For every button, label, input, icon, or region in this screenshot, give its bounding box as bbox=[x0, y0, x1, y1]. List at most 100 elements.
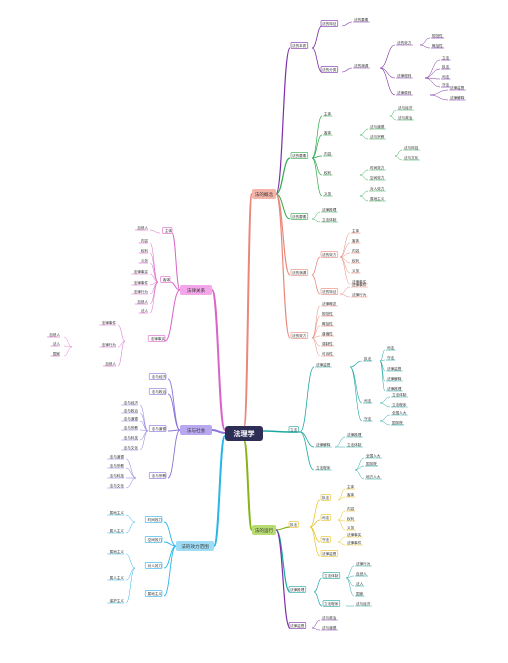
map-node[interactable]: 概括性 bbox=[321, 321, 335, 327]
map-node[interactable]: 法律监督 bbox=[386, 366, 403, 372]
map-node[interactable]: 执法 bbox=[288, 521, 299, 528]
map-node[interactable]: 立法体制 bbox=[322, 572, 341, 579]
map-node[interactable]: 法与政治 bbox=[121, 408, 138, 414]
map-node[interactable]: 对人效力 bbox=[144, 562, 162, 569]
map-node[interactable]: 主体 bbox=[346, 484, 356, 490]
map-node[interactable]: 客体 bbox=[351, 238, 361, 244]
map-node[interactable]: 主体 bbox=[162, 227, 173, 234]
map-node[interactable]: 法与经济 bbox=[148, 373, 166, 380]
map-node[interactable]: 规范性 bbox=[431, 33, 445, 39]
map-node[interactable]: 法律解释 bbox=[449, 95, 466, 101]
map-node[interactable]: 法律事件 bbox=[131, 280, 148, 286]
map-node[interactable]: 内容 bbox=[346, 506, 356, 512]
map-node[interactable]: 空间效力 bbox=[369, 175, 386, 181]
map-node[interactable]: 主体 bbox=[351, 228, 361, 234]
map-node[interactable]: 守法 bbox=[441, 82, 451, 88]
map-node[interactable]: 法的要素 bbox=[290, 213, 309, 220]
map-node[interactable]: 立法程序 bbox=[391, 402, 408, 408]
map-node[interactable]: 司法 bbox=[320, 514, 331, 521]
map-node[interactable]: 普遍性 bbox=[321, 331, 335, 337]
map-node[interactable]: 守法 bbox=[363, 416, 373, 422]
map-node[interactable]: 法律事实 bbox=[147, 335, 165, 342]
map-node[interactable]: 内容 bbox=[138, 238, 149, 244]
map-node[interactable]: 法的特征 bbox=[320, 20, 339, 27]
map-node[interactable]: 法律推理 bbox=[346, 432, 363, 438]
map-node[interactable]: 国家 bbox=[50, 351, 61, 357]
map-node[interactable]: 自然人 bbox=[355, 571, 369, 577]
map-node[interactable]: 法与宗教 bbox=[369, 134, 386, 140]
map-node[interactable]: 法律概念 bbox=[321, 301, 338, 307]
map-node[interactable]: 强制性 bbox=[321, 341, 335, 347]
map-node[interactable]: 国务院 bbox=[365, 461, 379, 467]
map-node[interactable]: 法的效力 bbox=[396, 40, 413, 46]
map-node[interactable]: 自然人 bbox=[46, 332, 61, 338]
map-node[interactable]: 义务 bbox=[346, 525, 356, 531]
map-node[interactable]: 法律推理 bbox=[321, 207, 338, 213]
map-node[interactable]: 法律事件 bbox=[351, 282, 368, 288]
map-node[interactable]: 内容 bbox=[351, 248, 361, 254]
map-node[interactable]: 义务 bbox=[138, 258, 149, 264]
map-node[interactable]: 法人 bbox=[50, 341, 61, 347]
map-node[interactable]: 法律事实 bbox=[131, 269, 148, 275]
map-node[interactable]: 法与宗教 bbox=[121, 425, 138, 431]
map-node[interactable]: 国家 bbox=[355, 591, 365, 597]
map-node[interactable]: 法律行为 bbox=[99, 342, 116, 348]
map-node[interactable]: 属地主义 bbox=[107, 549, 124, 555]
map-node[interactable]: 法与道德 bbox=[121, 416, 138, 422]
map-node[interactable]: 法的特征 bbox=[320, 288, 339, 295]
map-node[interactable]: 法律监督 bbox=[320, 550, 339, 557]
map-node[interactable]: 属地主义 bbox=[144, 590, 162, 597]
map-node[interactable]: 法律监督 bbox=[449, 85, 466, 91]
map-node[interactable]: 法与道德 bbox=[148, 425, 166, 432]
map-node[interactable]: 法律行为 bbox=[131, 289, 148, 295]
map-node[interactable]: 法律监督 bbox=[315, 362, 332, 368]
map-node[interactable]: 法人 bbox=[355, 581, 365, 587]
map-node[interactable]: 法律事件 bbox=[346, 540, 363, 546]
map-node[interactable]: 执法 bbox=[441, 64, 451, 70]
map-node[interactable]: 法律事件 bbox=[99, 320, 116, 326]
branch-effect[interactable]: 法的效力范围 bbox=[176, 541, 214, 551]
map-node[interactable]: 属地主义 bbox=[369, 196, 386, 202]
map-node[interactable]: 法与政治 bbox=[321, 615, 338, 621]
map-node[interactable]: 可诉性 bbox=[321, 351, 335, 357]
map-node[interactable]: 法的分类 bbox=[320, 66, 339, 73]
map-node[interactable]: 法与科技 bbox=[107, 473, 124, 479]
map-node[interactable]: 全国人大 bbox=[391, 410, 408, 416]
map-node[interactable]: 法与政治 bbox=[397, 115, 414, 121]
map-node[interactable]: 立法 bbox=[441, 55, 451, 61]
map-node[interactable]: 属人主义 bbox=[107, 528, 124, 534]
map-node[interactable]: 国务院 bbox=[391, 420, 405, 426]
map-node[interactable]: 立法 bbox=[288, 426, 299, 433]
map-node[interactable]: 法与经济 bbox=[121, 400, 138, 406]
map-node[interactable]: 内容 bbox=[323, 151, 333, 157]
map-node[interactable]: 法律解释 bbox=[315, 442, 332, 448]
map-node[interactable]: 主体 bbox=[323, 111, 333, 117]
map-node[interactable]: 立法程序 bbox=[322, 600, 341, 607]
map-node[interactable]: 客体 bbox=[160, 276, 171, 283]
map-node[interactable]: 自然人 bbox=[134, 299, 149, 305]
map-node[interactable]: 客体 bbox=[323, 130, 333, 136]
map-node[interactable]: 权利 bbox=[138, 248, 149, 254]
map-node[interactable]: 法的渊源 bbox=[290, 269, 309, 276]
map-node[interactable]: 法与道德 bbox=[321, 625, 338, 631]
map-node[interactable]: 法与经济 bbox=[355, 601, 372, 607]
map-node[interactable]: 法与道德 bbox=[107, 454, 124, 460]
branch-history[interactable]: 法与社会 bbox=[180, 425, 212, 435]
map-node[interactable]: 属地主义 bbox=[107, 510, 124, 516]
map-node[interactable]: 法与经济 bbox=[397, 105, 414, 111]
map-node[interactable]: 义务 bbox=[323, 191, 333, 197]
map-node[interactable]: 法与文化 bbox=[403, 155, 420, 161]
map-node[interactable]: 保护主义 bbox=[107, 598, 124, 604]
map-node[interactable]: 空间效力 bbox=[144, 536, 162, 543]
map-node[interactable]: 法的效力 bbox=[290, 332, 309, 339]
map-node[interactable]: 司法 bbox=[363, 398, 373, 404]
map-node[interactable]: 法的渊源 bbox=[353, 63, 370, 69]
map-node[interactable]: 立法程序 bbox=[315, 465, 332, 471]
map-node[interactable]: 法的效力 bbox=[320, 251, 339, 258]
map-node[interactable]: 法与宗教 bbox=[107, 463, 124, 469]
map-node[interactable]: 法与宗教 bbox=[148, 472, 166, 479]
map-node[interactable]: 法律行为 bbox=[351, 292, 368, 298]
map-node[interactable]: 权利 bbox=[346, 516, 356, 522]
map-node[interactable]: 法律规则 bbox=[396, 73, 413, 79]
branch-relations[interactable]: 法律关系 bbox=[180, 285, 212, 295]
